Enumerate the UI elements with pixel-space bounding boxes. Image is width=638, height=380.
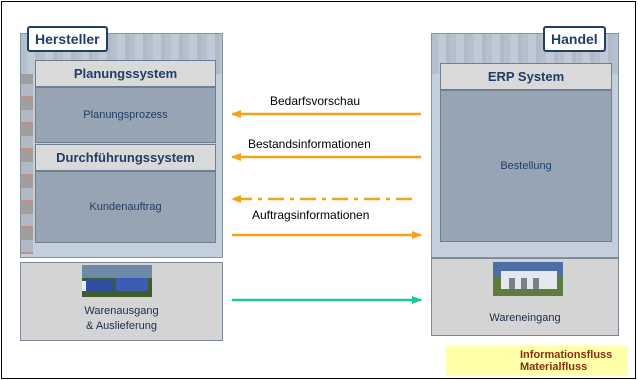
order-info-label: Auftragsinformationen <box>252 208 370 222</box>
customer-order-label: Kundenauftrag <box>89 201 162 213</box>
delivery-trucks-photo-icon <box>82 265 152 297</box>
goods-receipt-label: Wareneingang <box>489 312 561 324</box>
legend: Informationsfluss Materialfluss <box>446 346 628 376</box>
manufacturer-tag: Hersteller <box>27 26 108 52</box>
planning-system-header: Planungssystem <box>35 60 216 87</box>
execution-system-header: Durchführungssystem <box>35 144 216 171</box>
goods-receipt-panel: Wareneingang <box>431 258 619 336</box>
demand-forecast-label: Bedarfsvorschau <box>270 94 361 108</box>
goods-issue-label-line1: Warenausgang <box>84 305 159 317</box>
planning-process-box: Planungsprozess <box>35 87 216 143</box>
customer-order-box: Kundenauftrag <box>35 171 216 243</box>
goods-issue-panel: Warenausgang & Auslieferung <box>20 262 223 341</box>
order-label: Bestellung <box>500 160 552 172</box>
warehouse-photo-icon <box>493 262 563 296</box>
order-box: Bestellung <box>440 90 612 242</box>
legend-info-label: Informationsfluss <box>520 349 613 361</box>
erp-system-header: ERP System <box>440 63 612 90</box>
goods-issue-label-line2: & Auslieferung <box>86 320 157 332</box>
panel-photo-strip <box>21 74 33 254</box>
retail-tag: Handel <box>543 26 606 52</box>
inventory-info-label: Bestandsinformationen <box>248 137 371 151</box>
planning-process-label: Planungsprozess <box>83 109 168 121</box>
legend-material-label: Materialfluss <box>520 361 588 373</box>
